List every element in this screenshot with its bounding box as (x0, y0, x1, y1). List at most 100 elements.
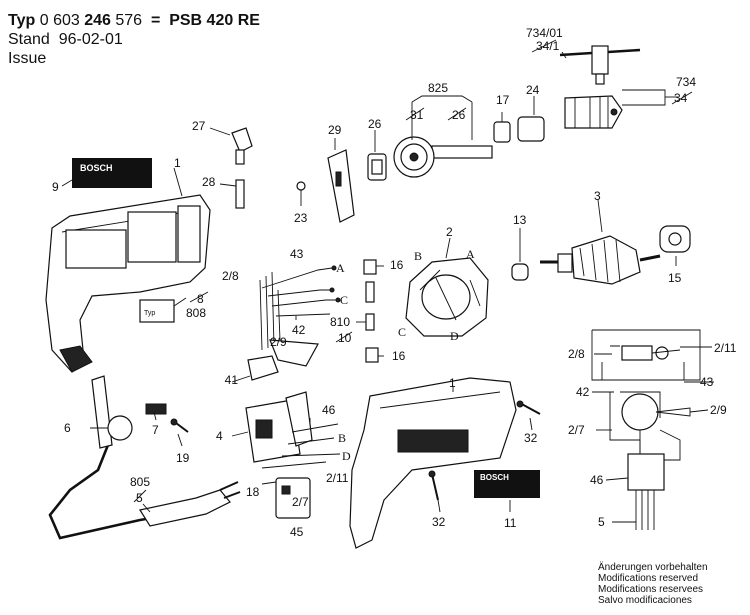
label-2-7b: 2/7 (568, 423, 585, 437)
armature-3 (540, 235, 661, 285)
typ-number: 0 603 246 576 (39, 12, 143, 29)
label-734-01: 734/01 (526, 26, 563, 40)
switch-4 (245, 391, 313, 463)
switch-27 (231, 127, 253, 165)
label-45: 45 (290, 525, 304, 539)
washer-23 (296, 181, 306, 191)
schematic-leaders (592, 346, 714, 523)
label-2-8b: 2/8 (568, 347, 585, 361)
gear-spindle (393, 136, 493, 178)
label-805: 805 (130, 475, 150, 489)
label-46a: 46 (322, 403, 336, 417)
label-16b: 16 (392, 349, 406, 363)
stand-date: 96-02-01 (58, 31, 123, 48)
bracket-29 (327, 149, 355, 223)
bosch-badge-top: BOSCH (72, 158, 152, 188)
label-9: 9 (52, 180, 59, 194)
chuck-key (559, 45, 641, 85)
label-28: 28 (202, 175, 216, 189)
label-5: 5 (136, 491, 143, 505)
screws-32 (428, 400, 541, 501)
label-17: 17 (496, 93, 510, 107)
bearing-26 (367, 153, 387, 181)
label-2-11b: 2/11 (714, 341, 737, 355)
bearing-15 (659, 225, 691, 253)
carbon-brushes (363, 259, 379, 363)
label-1a: 1 (174, 156, 181, 170)
label-2: 2 (446, 225, 453, 239)
label-825: 825 (428, 81, 448, 95)
label-1b: 1 (449, 376, 456, 390)
label-43a: 43 (290, 247, 304, 261)
label-29: 29 (328, 123, 342, 137)
footer-es: Salvo modificaciones (598, 595, 692, 606)
letter-c1: C (340, 293, 348, 307)
drill-chuck (564, 95, 623, 129)
label-734: 734 (676, 75, 696, 89)
label-43b: 43 (700, 375, 714, 389)
model-name: PSB 420 RE (169, 12, 260, 29)
label-16a: 16 (390, 258, 404, 272)
switch-wires (261, 423, 341, 469)
bar-28 (235, 179, 245, 209)
letter-d2: D (450, 329, 459, 343)
label-34-1: 34/1 (536, 39, 560, 53)
type-line: Typ 0 603 246 576 = PSB 420 RE (8, 12, 260, 30)
label-5b: 5 (598, 515, 605, 529)
letter-b3: B (338, 431, 346, 445)
letter-b2: B (414, 249, 422, 263)
label-24: 24 (526, 83, 540, 97)
brush-holder-41 (247, 339, 319, 381)
housing-half (45, 194, 211, 373)
field-coil-2 (405, 257, 489, 337)
label-15: 15 (668, 271, 682, 285)
strike-marks (133, 39, 693, 503)
label-18: 18 (246, 485, 260, 499)
wire-letters: A C B A C D B C D (336, 247, 475, 463)
label-8: 8 (197, 292, 204, 306)
label-2-7a: 2/7 (292, 495, 309, 509)
issue-label: Issue (8, 50, 47, 67)
label-41: 41 (225, 373, 239, 387)
label-31: 31 (410, 108, 424, 122)
screw-19 (170, 418, 189, 433)
label-4: 4 (216, 429, 223, 443)
spindle-sleeve (493, 116, 545, 143)
housing-assembled (349, 377, 517, 549)
footer-fr: Modifications reservees (598, 584, 704, 595)
label-27: 27 (192, 119, 206, 133)
label-3: 3 (594, 189, 601, 203)
bearing-13 (511, 263, 529, 281)
power-cord (48, 375, 241, 540)
label-42b: 42 (576, 385, 590, 399)
label-810: 810 (330, 315, 350, 329)
bosch-badge-bottom: BOSCH (474, 470, 540, 498)
type-plate: Typ (139, 299, 175, 323)
label-6: 6 (64, 421, 71, 435)
label-26a: 26 (368, 117, 382, 131)
equals-sign: = (150, 12, 161, 29)
type-plate-text: Typ (144, 310, 155, 317)
label-13: 13 (513, 213, 527, 227)
label-808: 808 (186, 306, 206, 320)
wiring-schematic (591, 329, 701, 530)
letter-a1: A (336, 261, 345, 275)
label-32b: 32 (432, 515, 446, 529)
footer-de: Änderungen vorbehalten (598, 562, 708, 573)
stand-label: Stand (8, 31, 50, 48)
wire-bundle (259, 265, 341, 351)
footer-en: Modifications reserved (598, 573, 699, 584)
label-19: 19 (176, 451, 190, 465)
letter-a2: A (466, 247, 475, 261)
capacitor-45 (275, 477, 311, 519)
label-2-8a: 2/8 (222, 269, 239, 283)
label-2-9a: 2/9 (270, 335, 287, 349)
label-7: 7 (152, 423, 159, 437)
label-34: 34 (674, 91, 688, 105)
leader-lines-main (61, 167, 677, 513)
letter-c2: C (398, 325, 406, 339)
label-42a: 42 (292, 323, 306, 337)
label-23: 23 (294, 211, 308, 225)
label-11: 11 (504, 516, 517, 530)
